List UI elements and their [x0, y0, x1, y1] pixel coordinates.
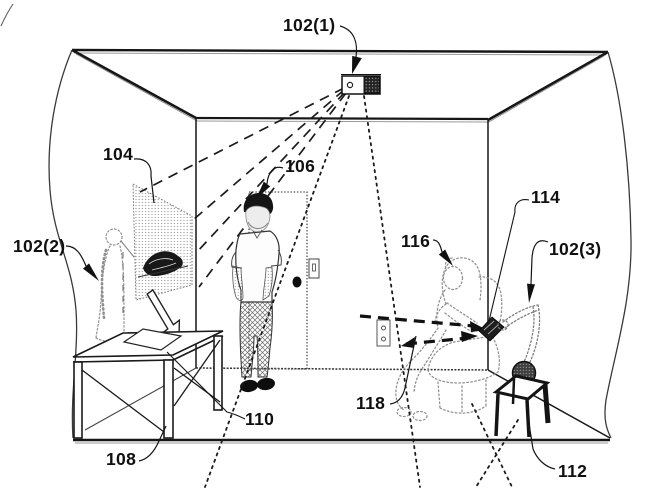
standing-user — [231, 193, 282, 393]
label-arfn3: 102(3) — [549, 239, 601, 259]
label-arfn1: 102(1) — [283, 15, 335, 35]
stool — [492, 374, 551, 438]
projection-screen — [132, 183, 193, 301]
screen-to-table-arrow — [146, 288, 181, 339]
virtual-character-ghost — [95, 228, 127, 343]
doorknob — [292, 276, 302, 288]
ghost-arm-line — [120, 240, 135, 258]
torn-page-corner — [0, 3, 14, 27]
leader-114 — [488, 199, 530, 322]
right-arm — [262, 266, 273, 301]
leader-lines — [65, 25, 556, 470]
interaction-beams — [359, 314, 475, 346]
lamp-arfn — [497, 304, 541, 365]
label-stool: 112 — [558, 461, 587, 481]
label-table-item: 110 — [245, 409, 274, 429]
label-seated-user: 116 — [401, 231, 430, 251]
shoe — [240, 379, 258, 393]
reference-labels: 102(1) 104 106 102(2) 108 110 112 114 11… — [13, 15, 601, 481]
table — [72, 330, 224, 439]
label-standing-user: 106 — [285, 156, 315, 176]
leader-102-2 — [65, 245, 87, 267]
label-table: 108 — [106, 449, 136, 469]
leader-106 — [266, 166, 284, 185]
projector-lens — [346, 81, 354, 89]
torn-edge-right — [604, 51, 632, 439]
handheld-display — [478, 316, 505, 342]
leader-110 — [166, 351, 246, 420]
room-outline — [0, 3, 632, 444]
leader-102-3 — [530, 240, 549, 285]
leader-104 — [133, 158, 155, 204]
leader-118 — [389, 335, 417, 405]
label-beams: 118 — [356, 393, 385, 413]
face — [245, 205, 271, 233]
shoe — [257, 377, 275, 391]
wall-outlet — [376, 319, 391, 347]
label-screen: 104 — [103, 144, 133, 164]
label-arfn2: 102(2) — [13, 236, 65, 256]
arfn-ceiling-projector — [341, 74, 381, 95]
label-handheld: 114 — [531, 187, 560, 207]
paper-on-table — [122, 328, 183, 351]
left-arm — [232, 265, 244, 301]
leader-112 — [526, 410, 556, 470]
leader-arrowheads — [83, 55, 535, 303]
pants — [239, 301, 273, 378]
projection-cone — [204, 95, 519, 488]
leader-102-1 — [339, 25, 358, 58]
leader-108 — [138, 425, 167, 462]
door-lock-plate — [308, 258, 320, 279]
leader-116 — [432, 239, 443, 253]
